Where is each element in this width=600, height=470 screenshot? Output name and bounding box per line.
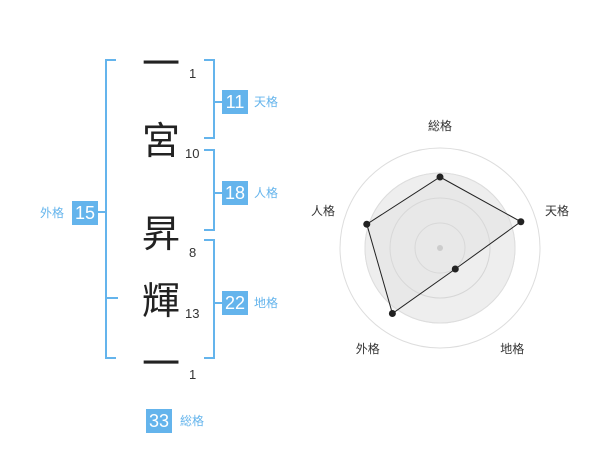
tenkaku-label: 天格: [254, 95, 279, 109]
gaikaku-badge: 15: [72, 201, 98, 225]
radar-center-dot: [437, 245, 443, 251]
tenkaku-badge: 11: [222, 90, 248, 114]
chikaku-label: 地格: [254, 296, 279, 310]
soukaku-label: 総格: [180, 414, 205, 428]
jinkaku-label: 人格: [254, 186, 279, 200]
soukaku-badge: 33: [146, 409, 172, 433]
radar-axis-label-4: 外格: [355, 341, 380, 356]
radar-inner-ring-1: [414, 222, 466, 274]
radar-axis-label-5: 人格: [311, 203, 336, 218]
stroke-count-4: 13: [185, 306, 200, 321]
gaikaku-label: 外格: [40, 206, 65, 220]
stroke-count-1: 1: [189, 66, 197, 81]
name-char-2: 宮: [142, 119, 181, 163]
radar-point-1: [436, 173, 444, 181]
radar-point-4: [388, 310, 396, 318]
radar-point-3: [451, 265, 459, 273]
radar-point-5: [363, 220, 371, 228]
radar-axis-label-3: 地格: [500, 341, 525, 356]
radar-series-polygon: [366, 176, 522, 315]
name-char-4: 輝: [142, 279, 181, 323]
radar-axis-label-2: 天格: [544, 203, 569, 218]
name-char-1: 一: [142, 42, 181, 86]
name-char-5: 一: [142, 342, 181, 386]
stroke-count-2: 10: [185, 146, 200, 161]
stroke-count-3: 8: [189, 245, 197, 260]
stroke-count-5: 1: [189, 367, 197, 382]
name-char-3: 昇: [142, 212, 181, 256]
radar-point-2: [517, 218, 525, 226]
chikaku-badge: 22: [222, 291, 248, 315]
radar-axis-label-1: 総格: [428, 119, 453, 133]
jinkaku-badge: 18: [222, 181, 248, 205]
radar-inner-ring-2: [389, 197, 491, 299]
